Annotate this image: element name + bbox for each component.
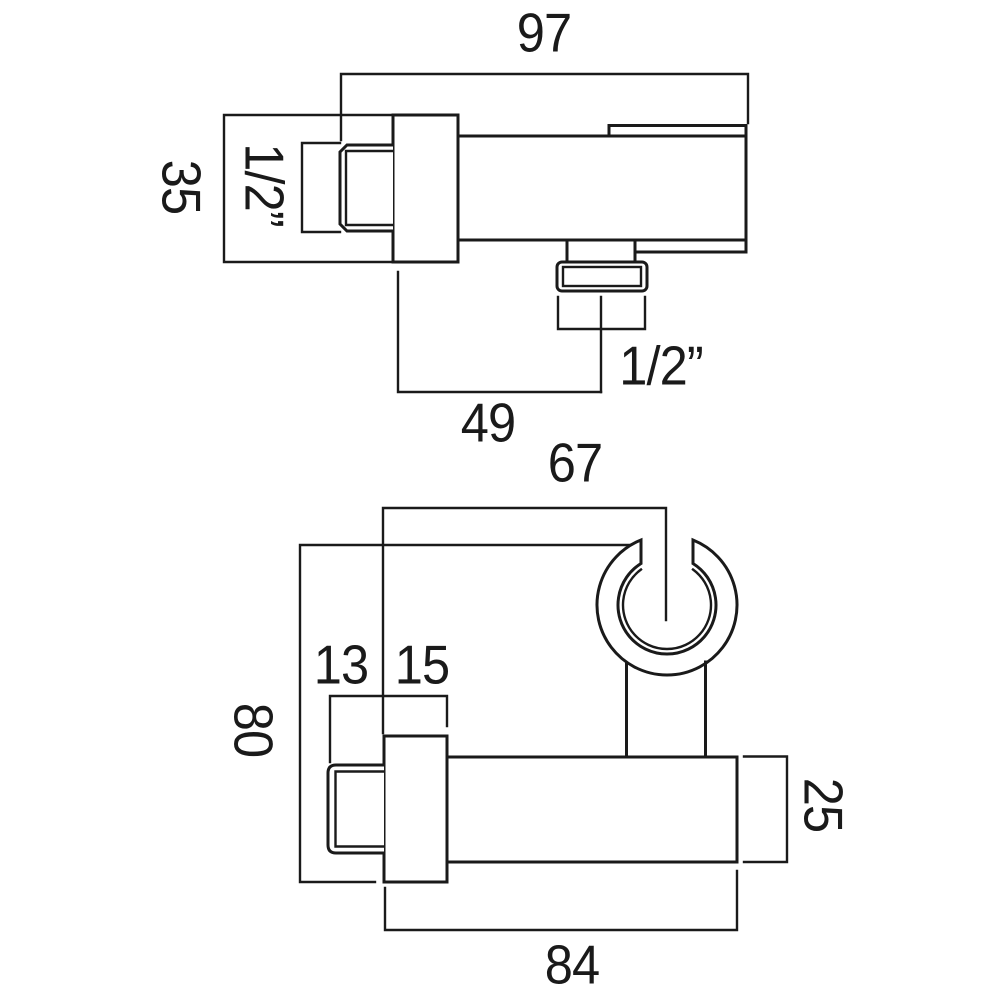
dim-label-body-height: 25 bbox=[792, 777, 855, 833]
dim-97-line bbox=[339, 72, 750, 142]
dim-label-overall-width: 97 bbox=[516, 1, 572, 64]
dim-label-inlet-thread: 1/2” bbox=[233, 143, 296, 227]
dim-25-bracket bbox=[742, 755, 789, 864]
front-inlet-thread-outer bbox=[326, 763, 386, 855]
side-outlet-stub bbox=[565, 238, 637, 264]
front-flange-outline bbox=[382, 734, 449, 884]
dim-35-bracket bbox=[222, 113, 394, 264]
side-inlet-thread-outer bbox=[338, 143, 395, 233]
dim-84-line bbox=[383, 869, 739, 932]
holder-stem bbox=[625, 660, 707, 759]
front-view bbox=[298, 506, 789, 932]
side-view-dimension-lines bbox=[222, 72, 750, 394]
dim-label-outlet-thread: 1/2” bbox=[619, 334, 703, 397]
dim-label-overall-height: 80 bbox=[222, 702, 285, 758]
side-outlet-nut-inner bbox=[561, 265, 643, 288]
side-bottom-lip bbox=[633, 238, 748, 254]
side-inlet-thread-inner bbox=[344, 149, 395, 227]
side-flange-outline bbox=[391, 113, 460, 264]
dim-label-flange-height: 35 bbox=[150, 159, 213, 215]
dim-49-line bbox=[396, 270, 603, 394]
dim-label-flange-depth: 15 bbox=[394, 633, 450, 696]
dim-label-inlet-protrusion: 13 bbox=[313, 633, 369, 696]
front-body-outline bbox=[445, 755, 739, 864]
dim-80-bracket bbox=[298, 543, 632, 884]
dim-inlet-thread-bracket bbox=[300, 141, 342, 234]
side-view bbox=[222, 72, 750, 394]
front-view-outline bbox=[326, 537, 739, 884]
front-inlet-thread-inner bbox=[334, 770, 386, 848]
dim-13-15-bracket bbox=[328, 694, 449, 764]
dim-label-outlet-offset: 49 bbox=[460, 391, 516, 454]
side-view-outline bbox=[338, 113, 748, 293]
holder-ring-insert bbox=[621, 567, 713, 651]
holder-ring-outline bbox=[595, 537, 739, 677]
side-body-outline bbox=[456, 134, 748, 242]
side-top-tab bbox=[607, 124, 748, 138]
dim-67-line bbox=[381, 506, 668, 735]
front-view-dimension-lines bbox=[298, 506, 789, 932]
dim-label-overall-length: 84 bbox=[544, 933, 600, 996]
side-outlet-nut-outer bbox=[555, 260, 649, 293]
dim-label-holder-offset: 67 bbox=[547, 431, 603, 494]
